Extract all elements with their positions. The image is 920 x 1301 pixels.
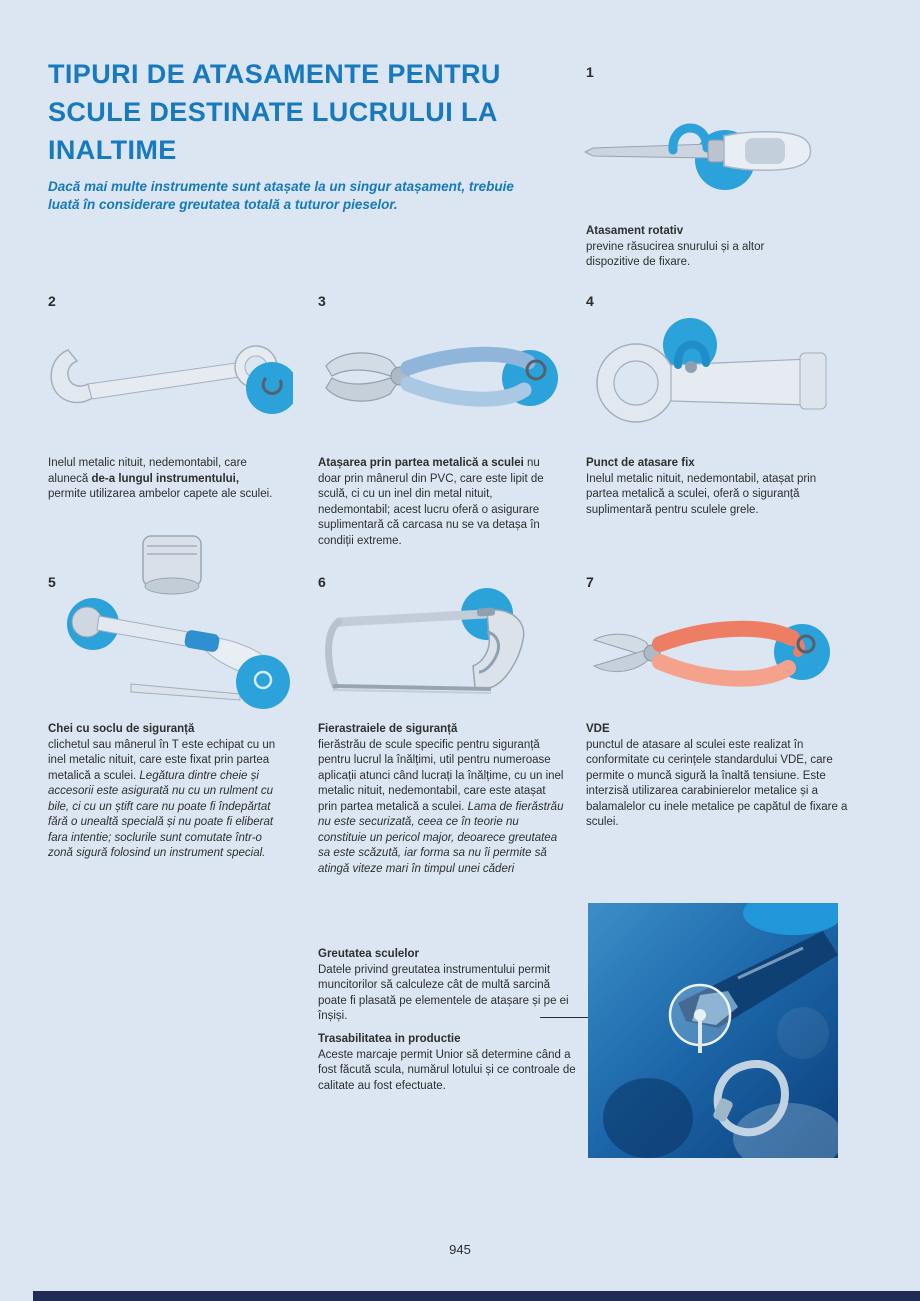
- tool-detail-photo: [588, 903, 838, 1158]
- page-title: TIPURI DE ATASAMENTE PENTRU SCULE DESTIN…: [48, 55, 588, 169]
- page-title-line1: TIPURI DE ATASAMENTE PENTRU: [48, 59, 501, 89]
- item6-body: fierăstrău de scule specific pentru sigu…: [318, 738, 564, 813]
- item6-heading: Fierastraiele de siguranță: [318, 723, 458, 735]
- item5-body: clichetul sau mânerul în T este echipat …: [48, 738, 276, 782]
- item4-body: Inelul metalic nituit, nedemontabil, ata…: [586, 472, 817, 516]
- weight-heading: Greutatea sculelor: [318, 948, 419, 960]
- footer-bar: [33, 1291, 920, 1301]
- item5-body-italic: Legătura dintre cheie și accesorii este …: [48, 769, 274, 860]
- item6-body-italic: Lama de fierăstrău nu este securizată, c…: [318, 800, 564, 875]
- item6-caption: Fierastraiele de siguranță fierăstrău de…: [318, 722, 566, 877]
- item4-number: 4: [586, 293, 594, 309]
- item3-number: 3: [318, 293, 326, 309]
- combination-pliers-image: [308, 318, 563, 436]
- item3-text-bold: Atașarea prin partea metalică a sculei: [318, 457, 524, 469]
- item1-heading: Atasament rotativ: [586, 225, 684, 237]
- item5-caption: Chei cu soclu de siguranță clichetul sau…: [48, 722, 286, 862]
- hacksaw-image: [305, 588, 565, 710]
- item5-heading: Chei cu soclu de siguranță: [48, 723, 195, 735]
- swivel-screwdriver-image: [575, 92, 820, 212]
- item7-body: punctul de atasare al sculei este realiz…: [586, 738, 848, 829]
- ring-slogging-wrench-image: [578, 315, 833, 435]
- item7-heading: VDE: [586, 723, 610, 735]
- item2-text-1: Inelul metalic nituit, nedemontabil, car…: [48, 457, 247, 485]
- item5-number: 5: [48, 574, 56, 590]
- item2-text-2: permite utilizarea ambelor capete ale sc…: [48, 488, 273, 500]
- page-number: 945: [449, 1242, 471, 1257]
- item7-number: 7: [586, 574, 594, 590]
- item4-caption: Punct de atasare fix Inelul metalic nitu…: [586, 456, 831, 518]
- item2-caption: Inelul metalic nituit, nedemontabil, car…: [48, 456, 280, 503]
- item1-body: previne răsucirea snurului și a altor di…: [586, 240, 765, 269]
- combination-wrench-image: [38, 322, 293, 434]
- item4-heading: Punct de atasare fix: [586, 457, 695, 469]
- item3-caption: Atașarea prin partea metalică a sculei n…: [318, 456, 558, 549]
- item7-caption: VDE punctul de atasare al sculei este re…: [586, 722, 848, 831]
- item3-text: nu doar prin mânerul din PVC, care este …: [318, 457, 544, 547]
- page-title-line3: INALTIME: [48, 135, 177, 165]
- traceability-heading: Trasabilitatea in productie: [318, 1033, 461, 1045]
- vde-cutters-image: [578, 598, 836, 710]
- traceability-block: Trasabilitatea in productie Aceste marca…: [318, 1032, 576, 1094]
- page-title-line2: SCULE DESTINATE LUCRULUI LA: [48, 97, 498, 127]
- weight-body: Datele privind greutatea instrumentului …: [318, 963, 569, 1023]
- traceability-body: Aceste marcaje permit Unior să determine…: [318, 1048, 576, 1092]
- item2-text-bold: de-a lungul instrumentului,: [91, 472, 240, 485]
- weight-block: Greutatea sculelor Datele privind greuta…: [318, 947, 578, 1025]
- item1-number: 1: [586, 64, 594, 80]
- safety-socket-tools-image: [35, 532, 300, 714]
- item2-number: 2: [48, 293, 56, 309]
- page-subtitle: Dacă mai multe instrumente sunt atașate …: [48, 179, 514, 212]
- item1-caption: Atasament rotativ previne răsucirea snur…: [586, 224, 821, 271]
- item6-number: 6: [318, 574, 326, 590]
